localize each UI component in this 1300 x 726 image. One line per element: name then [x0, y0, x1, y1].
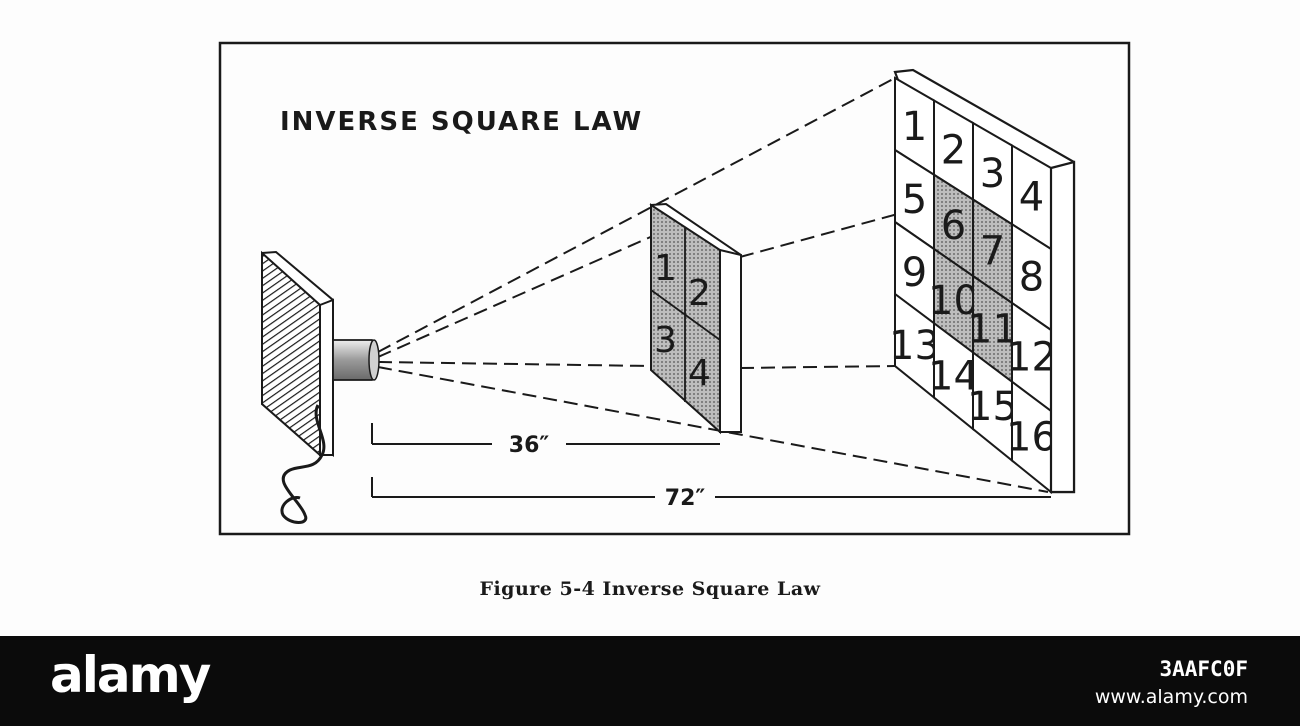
- far-cell-label-5: 5: [902, 177, 927, 223]
- far-cell-label-10: 10: [928, 278, 979, 324]
- inverse-square-diagram: INVERSE SQUARE LAW: [218, 41, 1131, 536]
- far-cell-label-6: 6: [941, 203, 966, 249]
- diagram-title: INVERSE SQUARE LAW: [280, 107, 643, 137]
- far-cell-label-7: 7: [980, 229, 1005, 275]
- far-cell-label-16: 16: [1006, 414, 1057, 460]
- distance-label-72: 72″: [665, 486, 706, 511]
- far-cell-label-15: 15: [967, 384, 1018, 430]
- diagram-frame: [218, 41, 1131, 536]
- site-url: www.alamy.com: [1094, 686, 1248, 708]
- near-cell-1: 1: [654, 248, 677, 289]
- far-cell-label-13: 13: [889, 323, 940, 369]
- light-rays: [377, 77, 1049, 493]
- far-cell-label-12: 12: [1006, 334, 1057, 380]
- figure-page: INVERSE SQUARE LAW: [218, 41, 1131, 600]
- near-cell-2: 2: [688, 273, 711, 314]
- dimension-lines: [371, 423, 1051, 498]
- near-cell-3: 3: [654, 320, 677, 361]
- far-cell-label-4: 4: [1019, 175, 1044, 221]
- far-cell-label-1: 1: [902, 104, 927, 150]
- far-cell-label-11: 11: [967, 306, 1018, 352]
- watermark-footer: alamy 3AAFC0F www.alamy.com: [0, 636, 1300, 726]
- far-cell-label-8: 8: [1019, 255, 1044, 301]
- far-cell-label-14: 14: [928, 354, 979, 400]
- near-panel: 1 2 3 4: [649, 202, 742, 435]
- near-cell-4: 4: [688, 353, 711, 394]
- distance-label-36: 36″: [509, 433, 550, 458]
- image-id: 3AAFC0F: [1159, 657, 1248, 681]
- figure-caption: Figure 5-4 Inverse Square Law: [479, 578, 821, 600]
- far-cell-label-9: 9: [902, 250, 927, 296]
- far-cell-label-2: 2: [941, 127, 966, 173]
- far-cell-label-3: 3: [980, 151, 1005, 197]
- light-source: [261, 250, 380, 524]
- brand-logo: alamy: [50, 646, 211, 704]
